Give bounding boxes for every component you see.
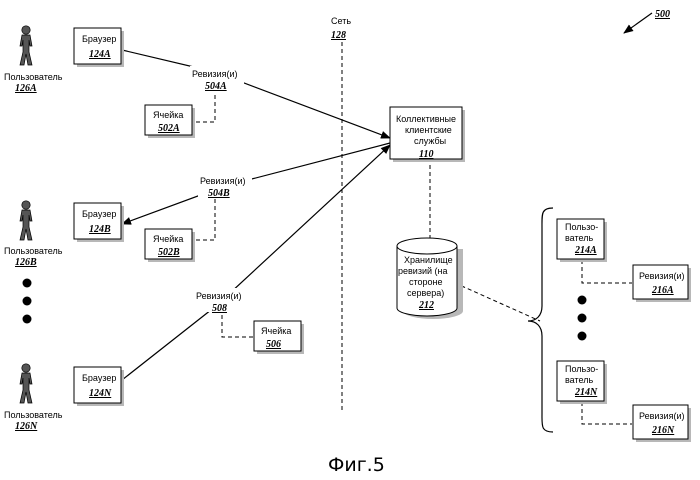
ellipsis-dot (23, 297, 32, 306)
user-126b: Пользователь 126B (4, 201, 63, 268)
revision-label: Ревизия(и) (192, 69, 237, 79)
user-ref: 214N (574, 387, 598, 398)
cell-502b: Ячейка 502B (145, 229, 195, 262)
service-line1: Коллективные (396, 114, 456, 124)
cell-502a: Ячейка 502A (145, 105, 195, 138)
revision-label: Ревизия(и) (639, 411, 684, 421)
cell-label: Ячейка (261, 326, 291, 336)
browser-124b: Браузер 124B (74, 203, 124, 242)
connections (122, 50, 632, 424)
storage-line1: Хранилище (404, 255, 453, 265)
browser-ref: 124A (89, 49, 111, 60)
user-line2: ватель (565, 375, 593, 385)
cell-ref: 502A (158, 123, 180, 134)
revision-216n: Ревизия(и) 216N (633, 405, 691, 442)
storage-line2: ревизий (на (398, 266, 447, 276)
network-boundary: Сеть 128 (331, 16, 351, 410)
cell-506: Ячейка 506 (254, 321, 304, 354)
browser-ref: 124N (89, 388, 112, 399)
user-ref: 126N (15, 421, 38, 432)
revision-504b: Ревизия(и) 504B (198, 173, 252, 199)
dash-502b-504b (196, 197, 215, 240)
figure-number: 500 (655, 9, 670, 20)
user-line1: Пользо- (565, 364, 598, 374)
ellipsis-dot (23, 315, 32, 324)
person-icon (20, 26, 32, 65)
ellipsis-dot (578, 332, 587, 341)
dash-214n-216n (582, 402, 632, 424)
storage-line3: стороне (409, 277, 443, 287)
revision-508: Ревизия(и) 508 (194, 288, 248, 314)
user-214a: Пользо- ватель 214A (557, 219, 607, 262)
user-label: Пользователь (4, 72, 63, 82)
network-label: Сеть (331, 16, 351, 26)
person-icon (20, 201, 32, 240)
ellipsis-right (578, 296, 587, 341)
revision-504a: Ревизия(и) 504A (190, 66, 244, 92)
revision-ref: 504A (205, 81, 227, 92)
figure-ref-500: 500 (624, 9, 670, 33)
storage-212: Хранилище ревизий (на стороне сервера) 2… (397, 238, 463, 319)
user-line1: Пользо- (565, 222, 598, 232)
service-110: Коллективные клиентские службы 110 (390, 107, 465, 162)
figure-ref-arrow (624, 13, 652, 33)
user-126n: Пользователь 126N (4, 364, 63, 432)
dash-506-508 (222, 313, 253, 337)
revision-ref: 504B (208, 188, 230, 199)
network-ref: 128 (331, 30, 346, 41)
figure-caption: Фиг.5 (328, 454, 385, 476)
person-icon (20, 364, 32, 403)
user-126a: Пользователь 126A (4, 26, 63, 94)
revision-216a: Ревизия(и) 216A (633, 265, 691, 302)
revision-label: Ревизия(и) (196, 291, 241, 301)
revision-ref: 216N (651, 425, 675, 436)
user-ref: 126B (15, 257, 37, 268)
cell-label: Ячейка (153, 110, 183, 120)
revision-ref: 508 (212, 303, 227, 314)
browser-124a: Браузер 124A (74, 28, 124, 67)
service-line3: службы (414, 136, 446, 146)
dash-212-brace (455, 283, 540, 321)
user-ref: 214A (574, 245, 597, 256)
revision-label: Ревизия(и) (200, 176, 245, 186)
storage-ref: 212 (418, 300, 434, 311)
browser-label: Браузер (82, 34, 116, 44)
cell-ref: 506 (266, 339, 281, 350)
users-brace (528, 208, 553, 432)
browser-label: Браузер (82, 373, 116, 383)
browser-ref: 124B (89, 224, 111, 235)
user-ref: 126A (15, 83, 37, 94)
user-label: Пользователь (4, 410, 63, 420)
user-label: Пользователь (4, 246, 63, 256)
ellipsis-dot (578, 314, 587, 323)
revision-ref: 216A (651, 285, 674, 296)
service-line2: клиентские (405, 125, 452, 135)
storage-line4: сервера) (407, 288, 444, 298)
dash-214a-216a (582, 260, 632, 283)
cell-ref: 502B (158, 247, 180, 258)
ellipsis-dot (578, 296, 587, 305)
user-214n: Пользо- ватель 214N (557, 361, 607, 404)
service-ref: 110 (419, 149, 433, 160)
revision-label: Ревизия(и) (639, 271, 684, 281)
ellipsis-dot (23, 279, 32, 288)
browser-124n: Браузер 124N (74, 367, 124, 406)
browser-label: Браузер (82, 209, 116, 219)
cell-label: Ячейка (153, 234, 183, 244)
dash-502a-504a (196, 92, 215, 122)
ellipsis-left (23, 279, 32, 324)
user-line2: ватель (565, 233, 593, 243)
arrow-110-to-124b (122, 143, 390, 224)
